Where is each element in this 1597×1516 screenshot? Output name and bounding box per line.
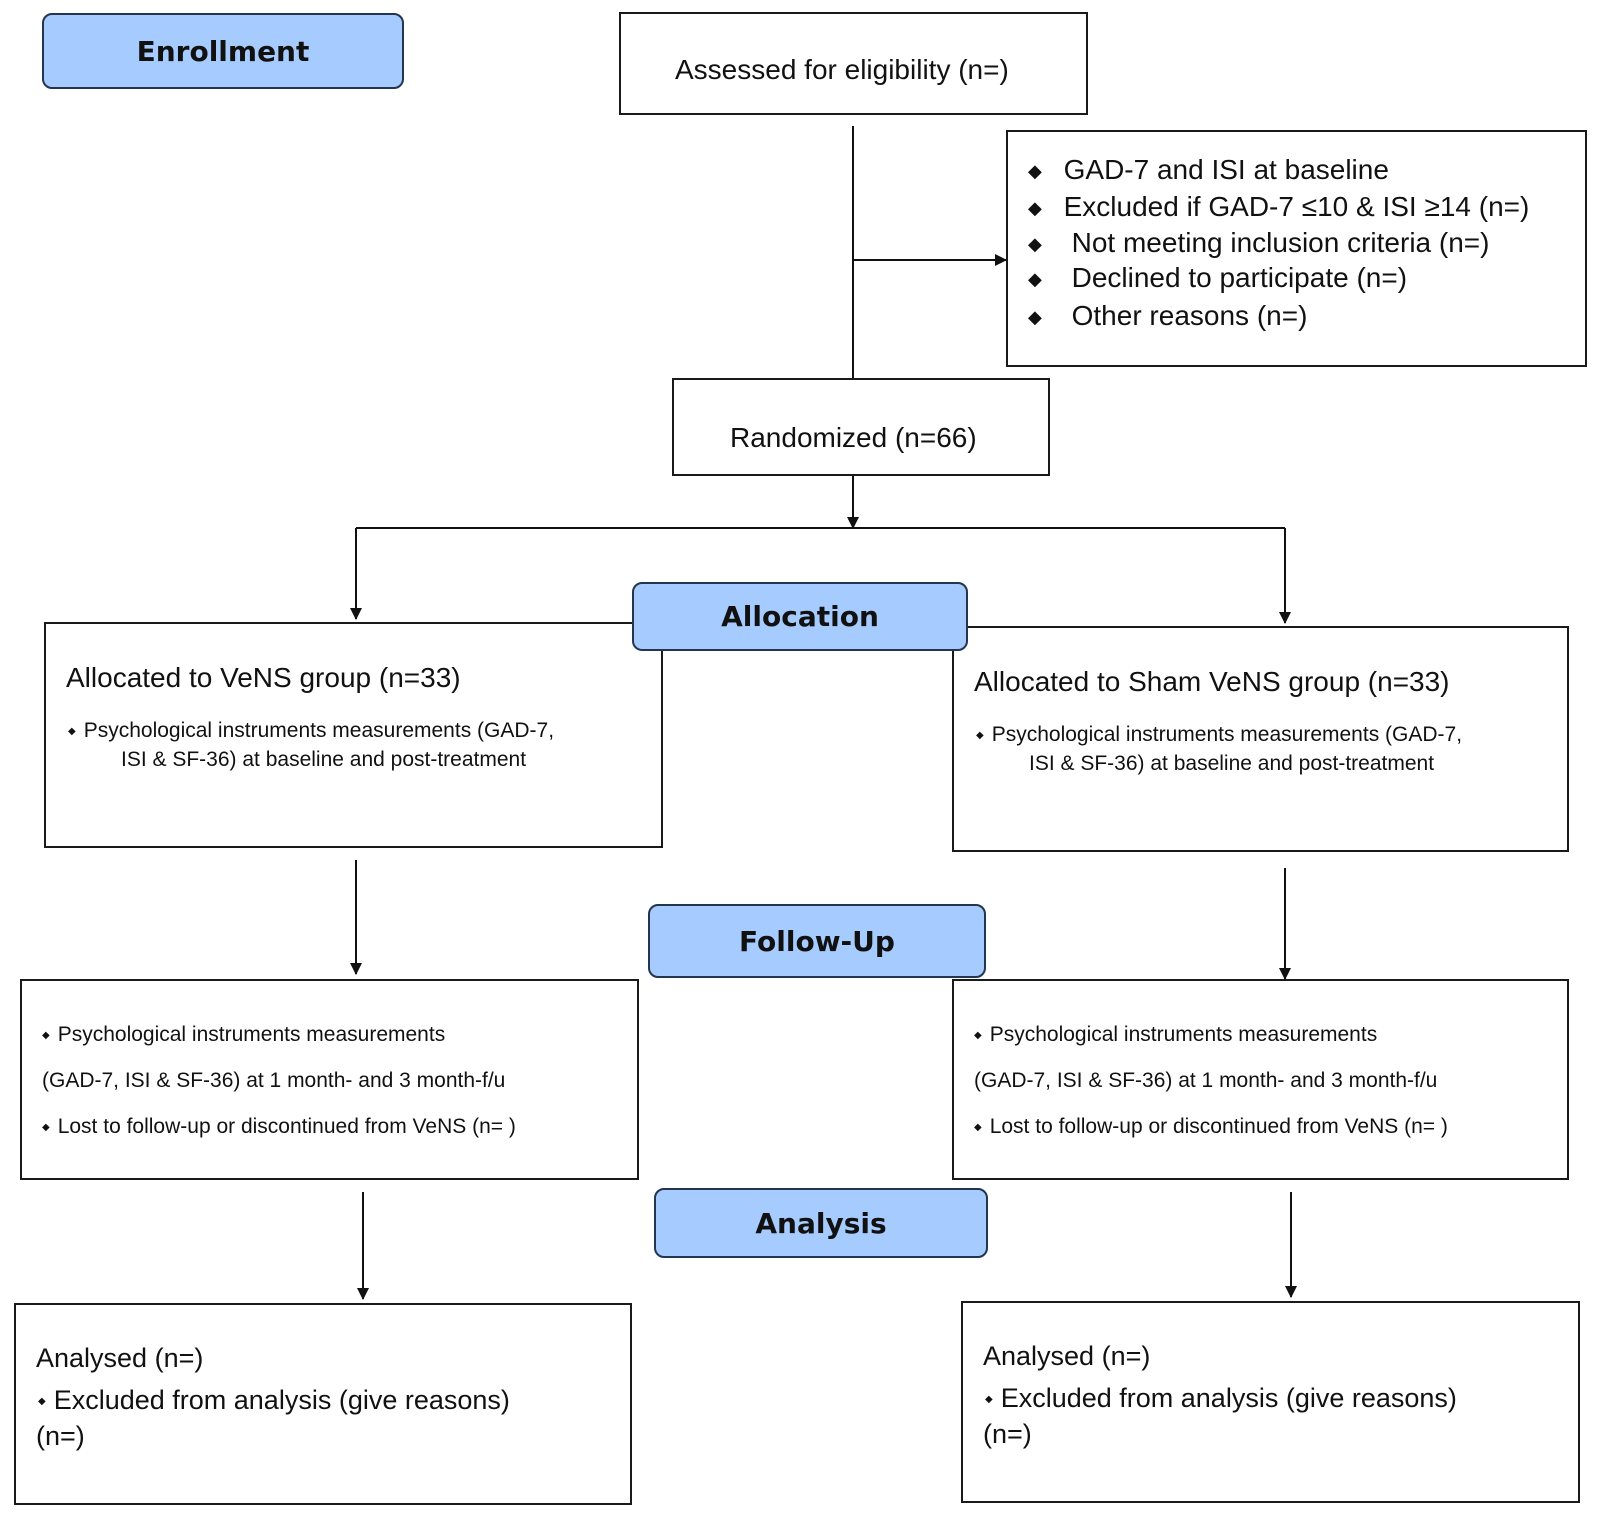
- diamond-bullet-icon: ◆: [1028, 269, 1042, 290]
- follow-up-vens-line3: ◆Lost to follow-up or discontinued from …: [42, 1115, 516, 1138]
- analysis-sham-excluded-n: (n=): [983, 1419, 1032, 1449]
- follow-up-sham-line2: (GAD-7, ISI & SF-36) at 1 month- and 3 m…: [974, 1069, 1438, 1092]
- diamond-bullet-icon: ◆: [1028, 307, 1042, 328]
- diamond-bullet-icon: ◆: [1028, 234, 1042, 255]
- randomized-label: Randomized (n=66): [730, 422, 977, 453]
- analysis-vens-excluded-n: (n=): [36, 1421, 85, 1451]
- analysis-stage-label: Analysis: [654, 1188, 988, 1258]
- allocation-sham-detail-line1: ◆Psychological instruments measurements …: [976, 723, 1463, 746]
- small-diamond-bullet-icon: ◆: [42, 1029, 50, 1041]
- diamond-bullet-icon: ◆: [1028, 198, 1042, 219]
- small-diamond-bullet-icon: ◆: [974, 1029, 982, 1041]
- analysis-vens-excluded: ◆Excluded from analysis (give reasons): [38, 1385, 510, 1415]
- exclusion-item: ◆ Declined to participate (n=): [1028, 262, 1408, 293]
- follow-up-sham-line3: ◆Lost to follow-up or discontinued from …: [974, 1115, 1448, 1138]
- follow-up-vens-box: ◆Psychological instruments measurements …: [20, 979, 639, 1180]
- follow-up-sham-line1: ◆Psychological instruments measurements: [974, 1023, 1378, 1046]
- follow-up-vens-line1: ◆Psychological instruments measurements: [42, 1023, 446, 1046]
- analysis-vens-analysed: Analysed (n=): [36, 1343, 204, 1373]
- small-diamond-bullet-icon: ◆: [985, 1394, 993, 1406]
- follow-up-label: Follow-Up: [739, 924, 895, 958]
- allocation-vens-box: Allocated to VeNS group (n=33) ◆Psycholo…: [44, 622, 663, 848]
- exclusion-item: ◆ Not meeting inclusion criteria (n=): [1028, 227, 1490, 258]
- small-diamond-bullet-icon: ◆: [974, 1121, 982, 1133]
- exclusions-box: ◆ GAD-7 and ISI at baseline ◆ Excluded i…: [1006, 130, 1587, 367]
- enrollment-label: Enrollment: [136, 34, 310, 68]
- allocation-stage-label: Allocation: [632, 582, 968, 651]
- analysis-sham-excluded: ◆Excluded from analysis (give reasons): [985, 1383, 1457, 1413]
- analysis-sham-box: Analysed (n=) ◆Excluded from analysis (g…: [961, 1301, 1580, 1503]
- assessed-box: Assessed for eligibility (n=): [619, 12, 1088, 115]
- allocation-sham-box: Allocated to Sham VeNS group (n=33) ◆Psy…: [952, 626, 1569, 852]
- allocation-sham-detail-line2: ISI & SF-36) at baseline and post-treatm…: [1029, 752, 1435, 775]
- exclusion-item: ◆ Other reasons (n=): [1028, 300, 1308, 331]
- follow-up-vens-line2: (GAD-7, ISI & SF-36) at 1 month- and 3 m…: [42, 1069, 506, 1092]
- small-diamond-bullet-icon: ◆: [976, 729, 984, 741]
- analysis-label: Analysis: [755, 1206, 887, 1240]
- follow-up-stage-label: Follow-Up: [648, 904, 986, 978]
- small-diamond-bullet-icon: ◆: [42, 1121, 50, 1133]
- small-diamond-bullet-icon: ◆: [38, 1396, 46, 1408]
- diamond-bullet-icon: ◆: [1028, 161, 1042, 182]
- randomized-box: Randomized (n=66): [672, 378, 1050, 476]
- allocation-vens-detail-line1: ◆Psychological instruments measurements …: [68, 719, 555, 742]
- analysis-sham-analysed: Analysed (n=): [983, 1341, 1151, 1371]
- allocation-vens-detail-line2: ISI & SF-36) at baseline and post-treatm…: [121, 748, 527, 771]
- follow-up-sham-box: ◆Psychological instruments measurements …: [952, 979, 1569, 1180]
- exclusion-item: ◆ Excluded if GAD-7 ≤10 & ISI ≥14 (n=): [1028, 191, 1530, 222]
- small-diamond-bullet-icon: ◆: [68, 725, 76, 737]
- analysis-vens-box: Analysed (n=) ◆Excluded from analysis (g…: [14, 1303, 632, 1505]
- allocation-label: Allocation: [721, 600, 879, 633]
- exclusion-item: ◆ GAD-7 and ISI at baseline: [1028, 154, 1389, 185]
- assessed-label: Assessed for eligibility (n=): [675, 54, 1009, 85]
- enrollment-stage-label: Enrollment: [42, 13, 404, 89]
- allocation-vens-title: Allocated to VeNS group (n=33): [66, 662, 461, 693]
- allocation-sham-title: Allocated to Sham VeNS group (n=33): [974, 666, 1450, 697]
